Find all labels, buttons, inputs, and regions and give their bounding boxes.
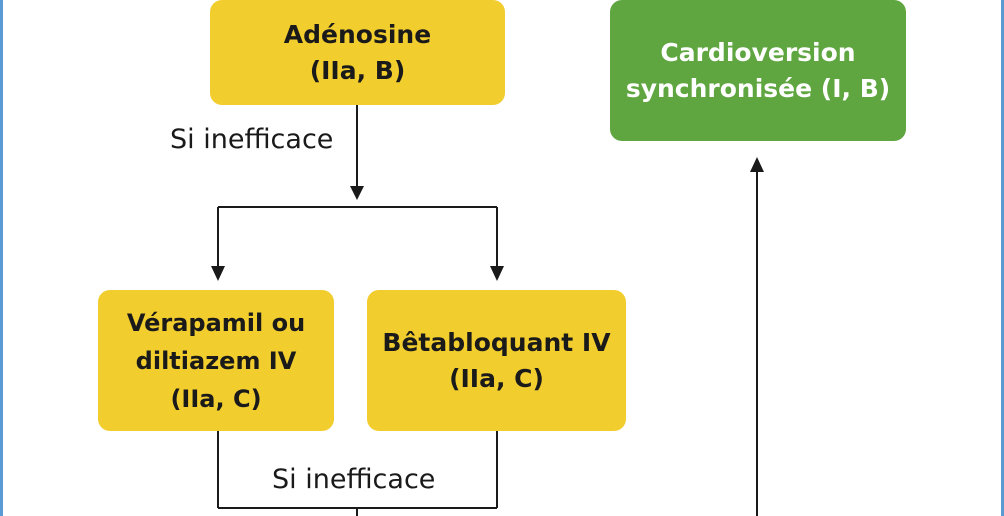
node-verapamil-line2: diltiazem IV xyxy=(135,346,297,375)
arrowhead-adenosine-down xyxy=(350,186,364,200)
node-cardioversion: Cardioversion synchronisée (I, B) xyxy=(610,0,906,141)
edge-label-si-inefficace-2: Si inefficace xyxy=(272,464,436,495)
node-betabloquant: Bêtabloquant IV (IIa, C) xyxy=(367,290,626,431)
node-verapamil-line1: Vérapamil ou xyxy=(126,308,306,337)
node-adenosine: Adénosine (IIa, B) xyxy=(210,0,505,105)
node-cardioversion-line1: Cardioversion xyxy=(660,37,856,67)
edge-label-si-inefficace-1: Si inefficace xyxy=(170,124,334,155)
node-adenosine-line2: (IIa, B) xyxy=(309,55,406,85)
node-verapamil-line3: (IIa, C) xyxy=(170,384,262,413)
node-verapamil: Vérapamil ou diltiazem IV (IIa, C) xyxy=(98,290,334,431)
node-betabloquant-line1: Bêtabloquant IV xyxy=(382,327,611,357)
node-betabloquant-line2: (IIa, C) xyxy=(449,363,544,393)
node-cardioversion-line2: synchronisée (I, B) xyxy=(625,73,891,103)
left-border-accent xyxy=(0,0,3,516)
right-border-accent xyxy=(1001,0,1004,516)
arrowhead-right-branch xyxy=(490,266,504,281)
arrowhead-left-branch xyxy=(211,266,225,281)
node-adenosine-line1: Adénosine xyxy=(283,19,432,49)
arrowhead-to-cardioversion xyxy=(750,157,764,172)
